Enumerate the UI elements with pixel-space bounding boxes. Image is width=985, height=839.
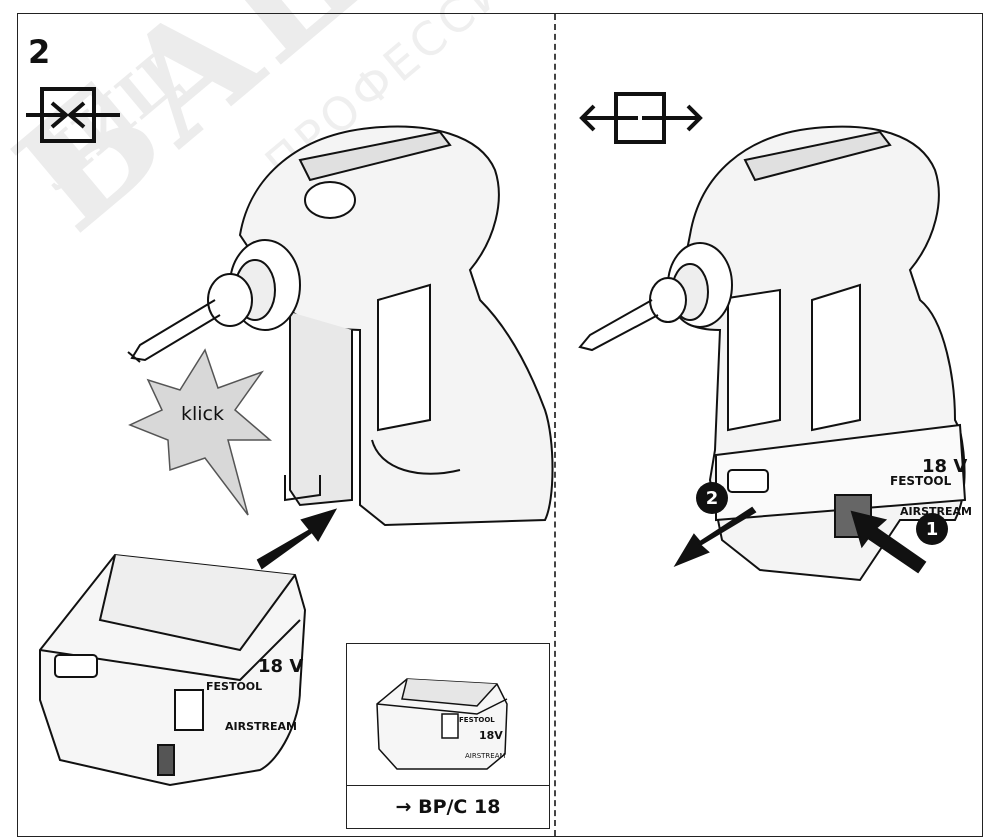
remove-battery-icon — [579, 92, 703, 144]
left-battery-series-text: AIRSTREAM — [225, 720, 297, 733]
figure-number: 2 — [28, 33, 51, 71]
inset-battery-drawing: FESTOOL 18V AIRSTREAM — [376, 678, 508, 770]
inset-brand-text: FESTOOL — [459, 716, 495, 724]
right-battery-brand-text: FESTOOL — [890, 474, 952, 488]
right-drill: FESTOOL 18 V AIRSTREAM — [578, 125, 972, 582]
insert-arrow — [256, 508, 338, 570]
right-battery-voltage-text: 18 V — [922, 456, 967, 477]
klick-label: klick — [181, 403, 225, 425]
left-battery-brand-text: FESTOOL — [206, 680, 262, 693]
figure-frame — [17, 13, 983, 837]
inset-caption: → BP/C 18 — [347, 785, 549, 828]
battery-inset: FESTOOL 18V AIRSTREAM → BP/C 18 — [346, 643, 550, 829]
right-battery-series-text: AIRSTREAM — [900, 505, 972, 518]
klick-burst — [128, 348, 273, 516]
slide-out-arrow — [673, 506, 757, 568]
step-1-badge: 1 — [916, 513, 948, 545]
inset-voltage-text: 18V — [479, 729, 503, 742]
step-2-badge: 2 — [696, 482, 728, 514]
inset-series-text: AIRSTREAM — [465, 752, 506, 760]
panel-divider — [554, 14, 556, 836]
left-battery-voltage-text: 18 V — [258, 656, 303, 677]
left-drill — [127, 125, 554, 527]
press-release-arrow — [850, 510, 927, 574]
insert-battery-icon — [26, 87, 120, 143]
left-battery-pack: FESTOOL 18 V AIRSTREAM — [39, 553, 307, 787]
